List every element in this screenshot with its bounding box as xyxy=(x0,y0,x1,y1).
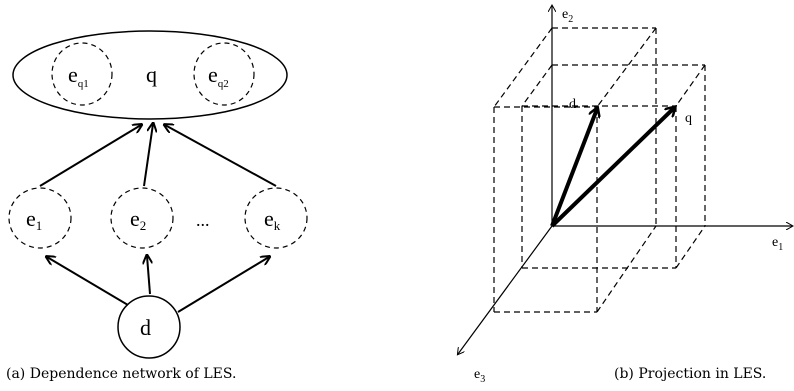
query-entity-node-2 xyxy=(193,42,255,106)
caption-panel-a: (a) Dependence network of LES. xyxy=(6,366,237,382)
vector-d xyxy=(550,109,597,227)
query-entity-node-1 xyxy=(51,42,113,106)
axis-e3 xyxy=(458,225,553,354)
query-node-label: q xyxy=(146,62,157,87)
axis-label-e3: e3 xyxy=(474,367,485,385)
vector-label-q: q xyxy=(685,111,692,126)
document-node xyxy=(117,295,181,359)
entity-label-k: ek xyxy=(264,206,281,233)
entity-node-1 xyxy=(8,187,72,249)
edge-d-to-e1 xyxy=(47,257,129,306)
document-node-label: d xyxy=(140,315,151,340)
caption-panel-b: (b) Projection in LES. xyxy=(614,366,767,382)
projection-box-q xyxy=(521,64,706,269)
entity-node-k xyxy=(244,187,308,249)
projection-box-d xyxy=(493,27,657,313)
axis-label-e2: e2 xyxy=(562,7,573,25)
vector-label-d: d xyxy=(569,97,576,112)
vector-q xyxy=(550,108,674,228)
edge-d-to-e2 xyxy=(147,256,150,295)
entity-label-1: e1 xyxy=(26,206,42,233)
entity-node-2 xyxy=(110,187,174,249)
axis-label-e1: e1 xyxy=(772,235,783,253)
edge-ek-to-q xyxy=(165,125,277,187)
edge-e2-to-q xyxy=(143,124,153,187)
edge-e1-to-q xyxy=(39,125,141,187)
query-entity-label-1: eq1 xyxy=(68,62,89,90)
query-entity-label-2: eq2 xyxy=(208,62,229,90)
query-ellipse xyxy=(12,30,288,120)
ellipsis-label: ... xyxy=(196,210,210,230)
edge-d-to-ek xyxy=(177,257,269,313)
entity-label-2: e2 xyxy=(130,206,146,233)
